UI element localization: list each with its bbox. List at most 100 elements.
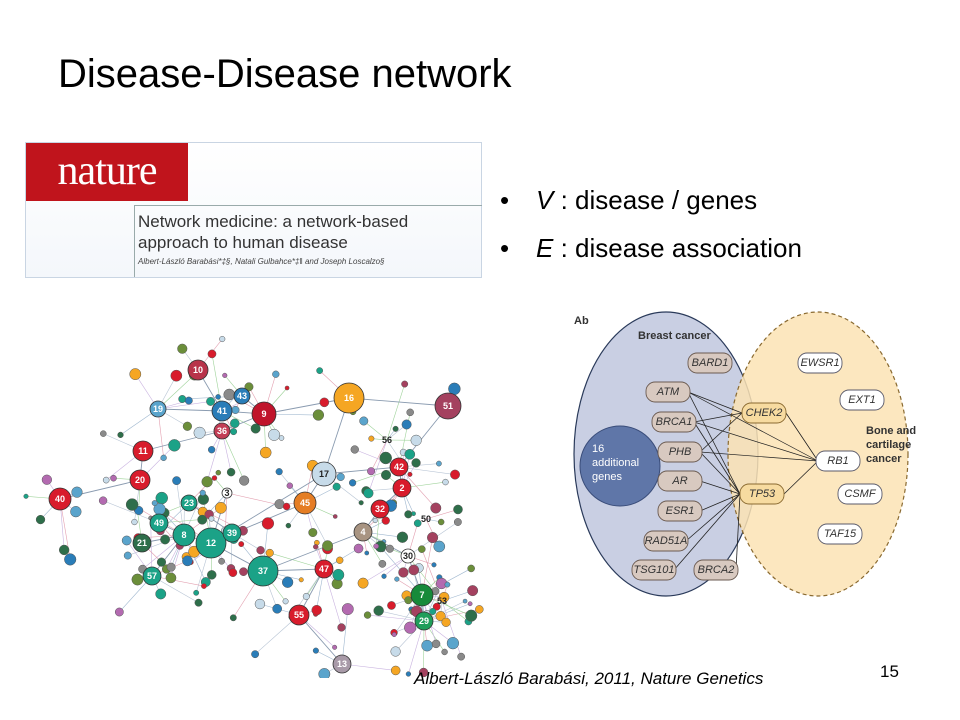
network-edge — [221, 430, 245, 481]
network-edge — [367, 614, 425, 622]
gene-label: EXT1 — [848, 394, 876, 406]
network-node — [364, 550, 370, 556]
network-node — [274, 499, 285, 510]
network-node — [208, 446, 216, 454]
network-edge — [157, 408, 223, 412]
network-node — [353, 543, 364, 554]
network-edge — [441, 600, 462, 657]
gene-edge — [699, 412, 743, 453]
disease-node-circle — [311, 461, 337, 487]
network-edge — [441, 600, 469, 622]
gene-edge — [699, 480, 741, 495]
network-node — [413, 519, 422, 528]
network-node — [215, 469, 222, 476]
network-node — [100, 430, 107, 437]
cluster-line2: additional — [592, 457, 639, 469]
network-node — [391, 632, 397, 638]
disease-node-37: 37 — [247, 555, 279, 587]
network-node — [208, 515, 215, 522]
gene-pill — [817, 523, 863, 545]
network-node — [373, 605, 384, 616]
gene-pill — [693, 559, 739, 581]
network-node — [228, 568, 238, 577]
network-edge — [386, 383, 405, 441]
network-edge — [323, 466, 400, 475]
network-node — [430, 502, 442, 514]
disease-node-57: 57 — [142, 566, 162, 586]
disease-node-49: 49 — [149, 513, 169, 533]
network-node — [316, 367, 324, 374]
gene-edge — [693, 421, 819, 462]
network-node — [214, 501, 227, 514]
network-node — [441, 648, 448, 656]
network-edge — [362, 555, 409, 584]
disease-node-label: 7 — [419, 590, 424, 600]
network-node — [282, 502, 291, 511]
bullet-edges: E : disease association — [500, 224, 802, 272]
network-node — [211, 475, 218, 481]
network-node — [41, 474, 52, 485]
disease-node-label: 40 — [55, 494, 65, 504]
left-set-label: Breast cancer — [638, 330, 711, 342]
disease-node-17: 17 — [311, 461, 337, 487]
gene-pill — [631, 559, 677, 581]
disease-node-label: 45 — [300, 498, 310, 508]
network-node — [453, 518, 462, 526]
network-node — [166, 562, 176, 572]
gene-edge — [699, 451, 741, 495]
network-node — [206, 397, 215, 406]
network-edge — [206, 430, 223, 482]
network-node — [418, 545, 426, 553]
network-node — [433, 540, 446, 553]
gene-edge — [685, 493, 741, 542]
network-node — [405, 671, 412, 677]
disease-node-circle — [251, 401, 277, 427]
network-node — [372, 517, 378, 524]
disease-node-19: 19 — [149, 400, 167, 418]
network-node — [348, 479, 357, 487]
network-small-nodes — [23, 335, 484, 678]
disease-node-label: 21 — [137, 538, 147, 548]
disease-node-30: 30 — [400, 548, 416, 564]
paper-rule-vertical — [134, 205, 135, 277]
gene-edge — [783, 460, 819, 495]
network-node — [207, 570, 217, 580]
gene-rad51a: RAD51A — [643, 530, 689, 552]
disease-node-circle — [48, 487, 72, 511]
gene-brca2: BRCA2 — [693, 559, 739, 581]
network-node — [332, 568, 345, 581]
network-node — [285, 522, 292, 529]
disease-node-label: 11 — [138, 446, 148, 456]
network-node — [230, 418, 240, 429]
disease-node-circle — [195, 527, 227, 559]
disease-node-32: 32 — [370, 499, 390, 519]
network-node — [229, 614, 237, 622]
network-node — [429, 607, 437, 615]
gene-label: RB1 — [827, 455, 848, 467]
disease-node-circle — [314, 559, 334, 579]
network-node — [193, 589, 200, 596]
network-node — [311, 604, 322, 616]
disease-node-36: 36 — [213, 422, 231, 440]
network-node — [373, 543, 380, 550]
additional-genes-cluster — [579, 425, 661, 507]
gene-label: TSG101 — [634, 564, 675, 576]
network-node — [177, 343, 188, 354]
network-node — [398, 567, 409, 578]
disease-node-label: 30 — [403, 551, 413, 561]
disease-node-label: 12 — [206, 538, 216, 548]
disease-node-circle — [132, 440, 154, 462]
network-node — [408, 564, 420, 576]
disease-node-16: 16 — [333, 382, 365, 414]
network-node — [231, 405, 240, 414]
page-number: 15 — [880, 662, 899, 681]
network-node — [239, 567, 248, 577]
network-node — [207, 349, 217, 359]
network-node — [222, 372, 228, 378]
disease-node-7: 7 — [410, 583, 434, 607]
network-node — [298, 577, 304, 583]
paper-rule — [134, 205, 482, 206]
disease-node-40: 40 — [48, 487, 72, 511]
network-node — [172, 476, 182, 486]
